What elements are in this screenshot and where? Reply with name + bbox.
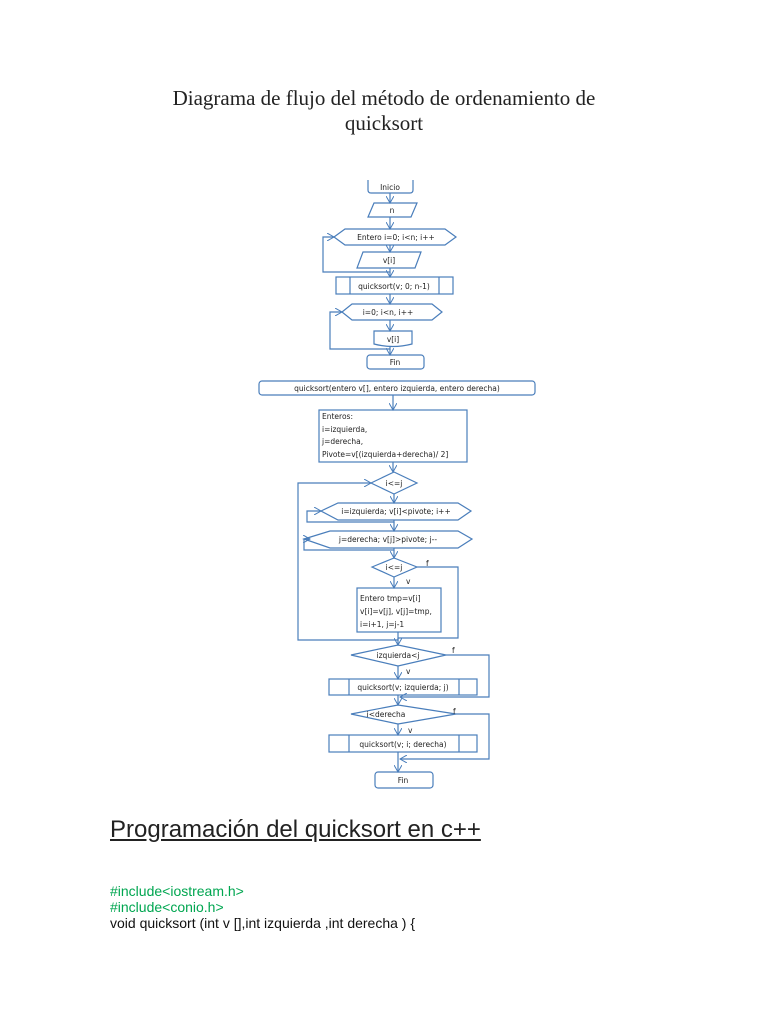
true-label: v [406,667,411,676]
false-label: f [452,646,455,655]
call-right-shape [328,734,478,753]
fin1-label: Fin [390,358,401,367]
swap-line: v[i]=v[j], v[j]=tmp, [360,607,432,616]
swap-line: i=i+1, j=j-1 [360,620,404,629]
loop-i-label: i=izquierda; v[i]<pivote; i++ [341,507,450,516]
swap-line: Entero tmp=v[i] [360,594,421,603]
cond-outer-shape [369,471,419,495]
loop-j-label: j=derecha; v[j]>pivote; j-- [338,535,437,544]
fin2-label: Fin [398,776,409,785]
quicksort-flowchart: Inicio n Entero i=0; i<n; i++ v[i] quick… [258,180,536,789]
func-header-shape [258,380,536,396]
document-title-line-2: quicksort [344,111,424,135]
code-line: #include<conio.h> [110,899,224,915]
section-heading: Programación del quicksort en c++ [110,816,481,843]
call-left-label: quicksort(v; izquierda; j) [357,683,448,692]
func-header-label: quicksort(entero v[], entero izquierda, … [294,384,500,393]
false-label: f [426,559,429,568]
input-n-shape [367,202,418,218]
code-line: void quicksort (int v [],int izquierda ,… [110,915,416,931]
fin1-terminal [366,354,425,370]
loop1-shape [332,228,458,246]
document-title-line-1: Diagrama de flujo del método de ordenami… [172,86,596,110]
fin2-terminal [374,771,434,789]
inicio-label: Inicio [380,183,400,192]
decl-line: j=derecha, [321,437,363,446]
output-v-label: v[i] [387,335,399,344]
false-label: f [453,707,456,716]
call-main-shape [335,276,454,295]
swap-box [356,587,442,633]
loop-j-shape [302,530,474,549]
cond-right-label: i<derecha [367,710,406,719]
output-v-shape [373,330,413,348]
loop2-label: i=0; i<n, i++ [363,308,414,317]
input-v-shape [356,251,422,269]
cond-swap-label: i<=j [386,563,403,572]
loop1-label: Entero i=0; i<n; i++ [357,233,435,242]
cond-outer-label: i<=j [386,479,403,488]
loop2-shape [341,303,443,321]
decl-line: Enteros: [322,412,353,421]
true-label: v [406,577,411,586]
call-right-label: quicksort(v; i; derecha) [359,740,446,749]
cond-left-label: izquierda<j [377,651,420,660]
decl-line: Pivote=v[(izquierda+derecha)/ 2] [322,450,448,459]
call-main-label: quicksort(v; 0; n-1) [358,282,430,291]
loop-i-shape [319,502,473,521]
input-n-label: n [390,206,395,215]
input-v-label: v[i] [383,256,395,265]
code-line: #include<iostream.h> [110,883,244,899]
true-label: v [408,726,413,735]
decl-line: i=izquierda, [322,425,367,434]
